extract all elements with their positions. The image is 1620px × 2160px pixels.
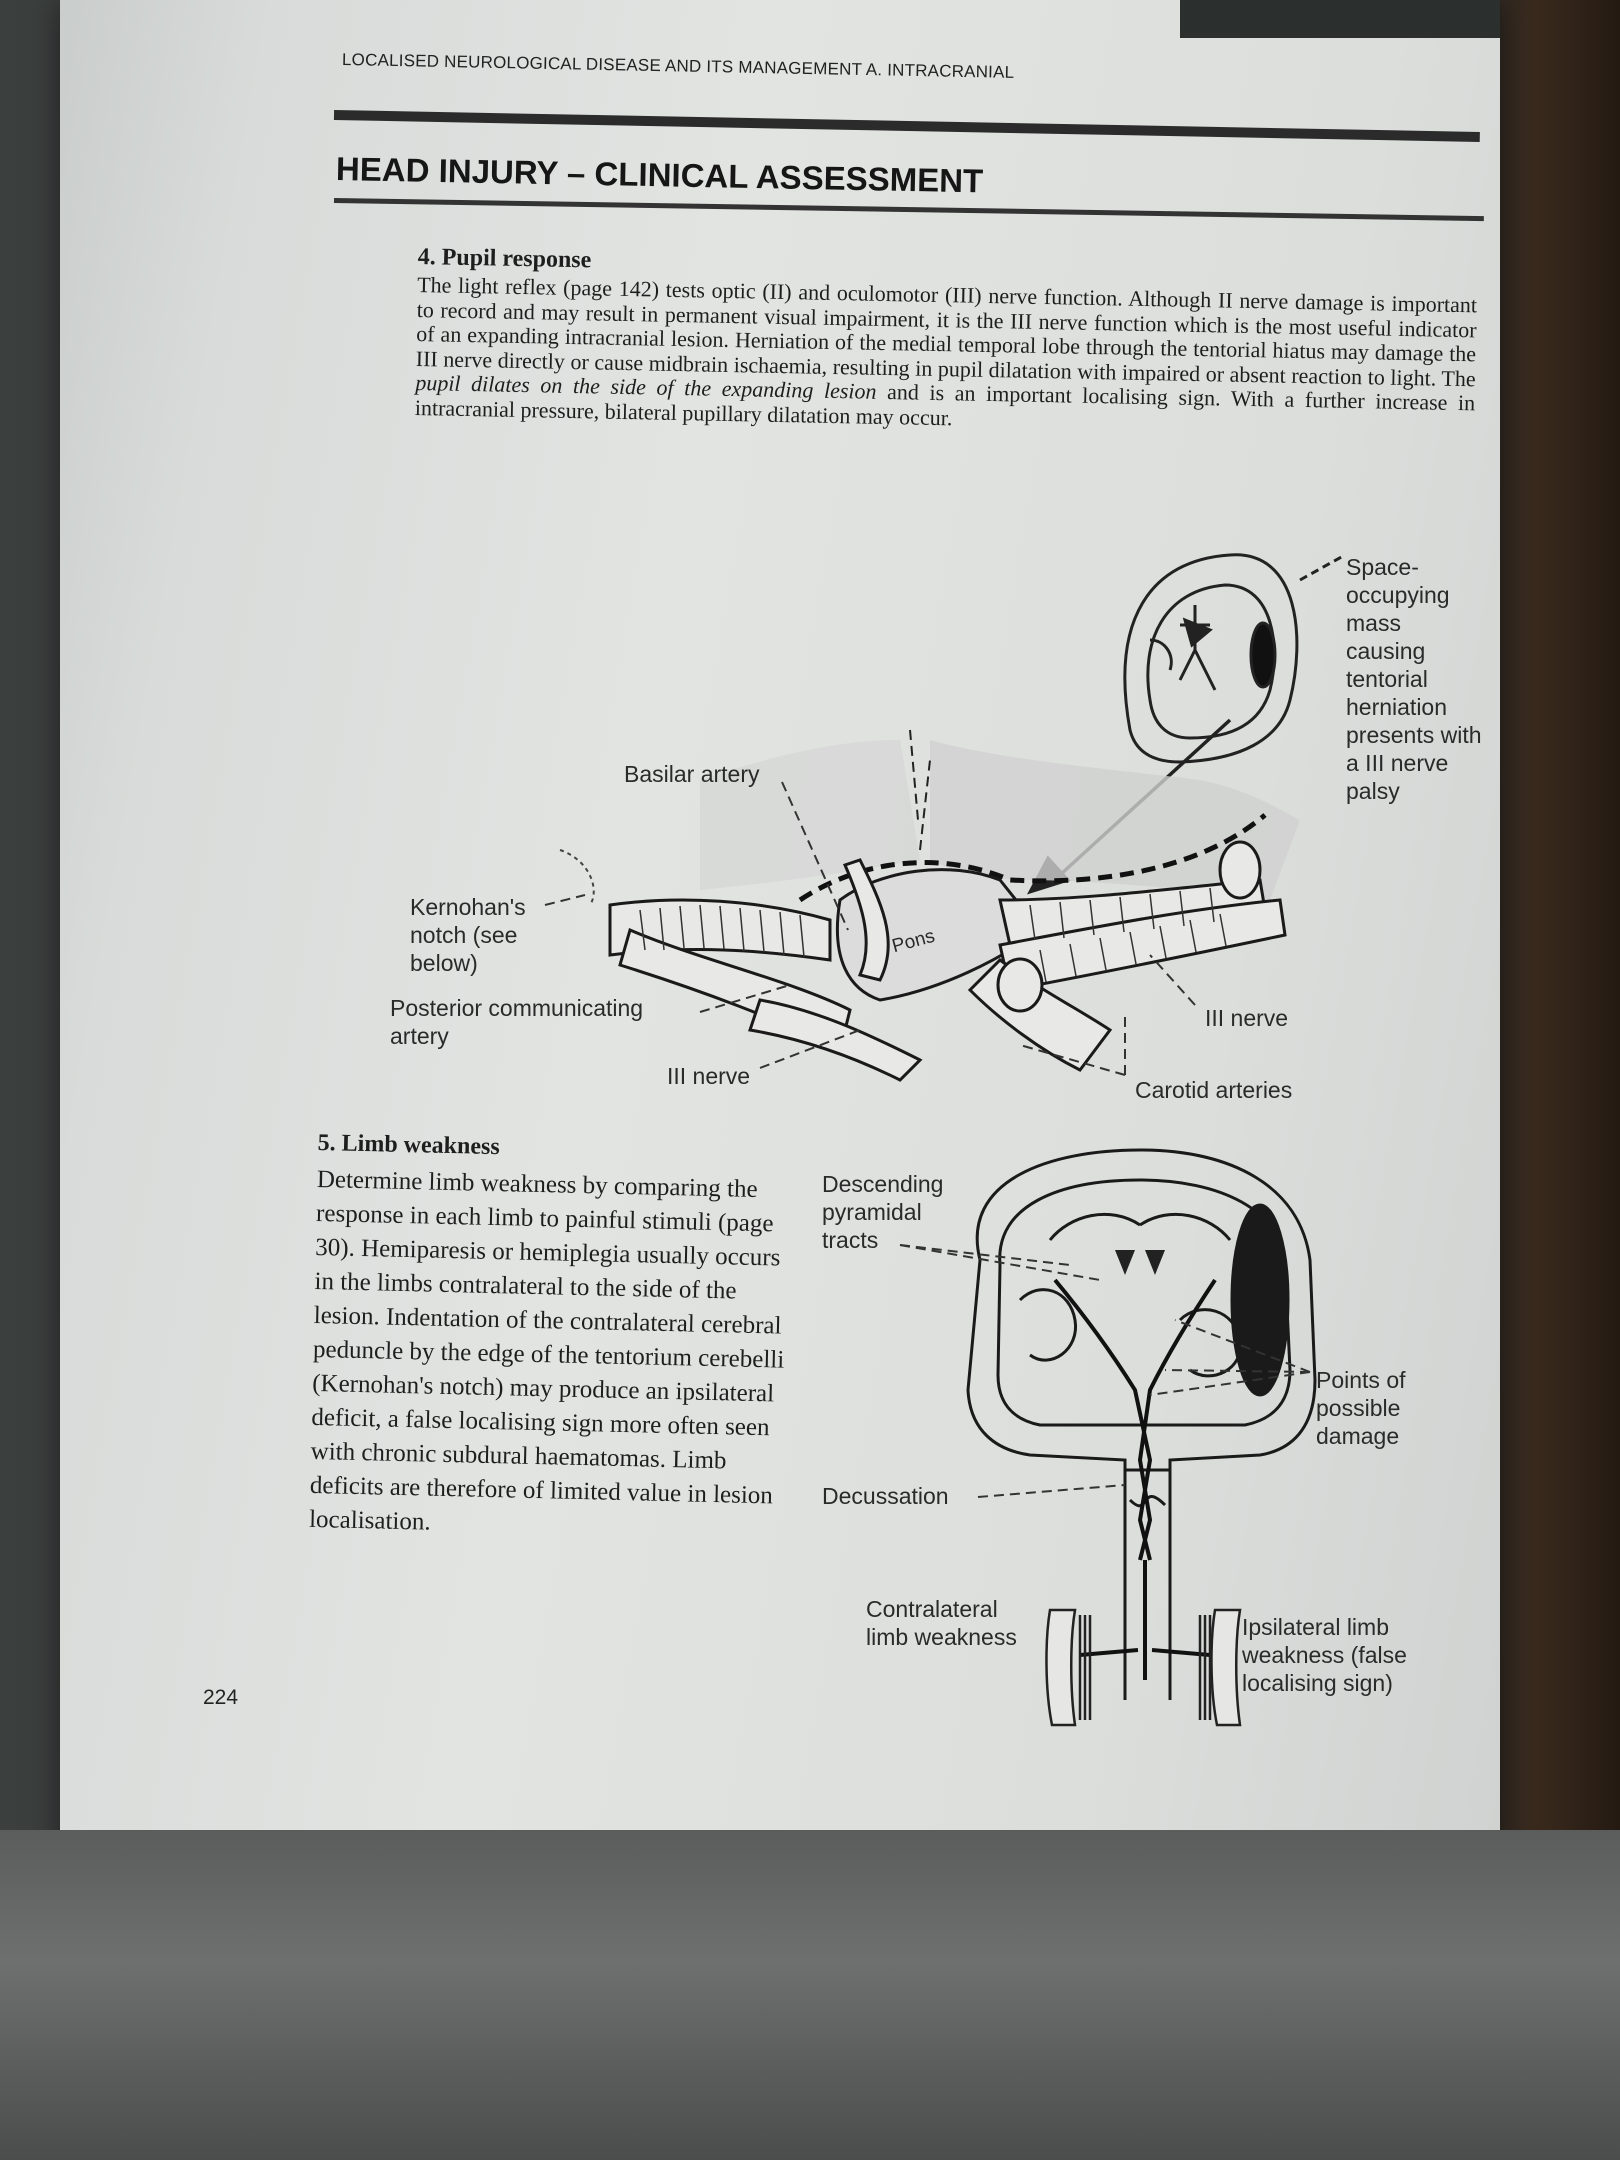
kernohans-notch-label: Kernohan's notch (see below) bbox=[410, 894, 526, 976]
points-of-damage-label: Points of possible damage bbox=[1316, 1367, 1406, 1449]
descending-tracts-label: Descending pyramidal tracts bbox=[822, 1171, 944, 1253]
ipsilateral-weakness-label: Ipsilateral limb weakness (false localis… bbox=[1242, 1614, 1407, 1696]
herniating-lobe bbox=[930, 740, 1300, 900]
space-mass-label: Space-occupying mass causing tentorial h… bbox=[1346, 554, 1482, 804]
table-surface bbox=[0, 1830, 1620, 2160]
decussation-label: Decussation bbox=[822, 1483, 949, 1509]
carotid-arteries-label: Carotid arteries bbox=[1135, 1077, 1293, 1103]
contralateral-weakness-label: Contralateral limb weakness bbox=[866, 1596, 1017, 1650]
posterior-communicating-label: Posterior communicating artery bbox=[390, 995, 644, 1049]
page-shadow-top bbox=[1180, 0, 1500, 38]
basilar-artery-label: Basilar artery bbox=[624, 761, 760, 787]
page-number: 224 bbox=[203, 1686, 239, 1709]
book-edge bbox=[1480, 0, 1620, 2160]
iii-nerve-label-right: III nerve bbox=[1205, 1005, 1289, 1031]
iii-nerve-label-bottom: III nerve bbox=[667, 1063, 751, 1089]
